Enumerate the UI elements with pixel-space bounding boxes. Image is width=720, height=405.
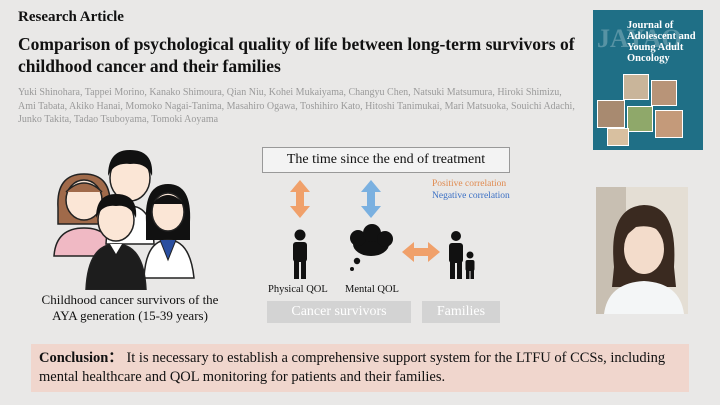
positive-correlation-legend: Positive correlation (432, 179, 507, 189)
negative-correlation-legend: Negative correlation (432, 191, 510, 201)
cancer-survivors-box: Cancer survivors (267, 301, 411, 323)
person-icon (293, 229, 307, 279)
families-box: Families (422, 301, 500, 323)
conclusion-text: It is necessary to establish a comprehen… (39, 350, 666, 385)
front-boy-figure (85, 194, 147, 290)
girl-figure-right (143, 184, 195, 279)
survivor-family-arrow (402, 242, 440, 262)
cover-photo (651, 80, 677, 106)
physical-qol-label: Physical QOL (268, 284, 328, 295)
time-since-treatment-box: The time since the end of treatment (262, 147, 510, 173)
cover-photo (607, 128, 629, 146)
article-title: Comparison of psychological quality of l… (18, 34, 575, 76)
author-list: Yuki Shinohara, Tappei Morino, Kanako Sh… (18, 87, 575, 125)
survivors-caption: Childhood cancer survivors of the AYA ge… (41, 292, 219, 323)
survivors-illustration (53, 150, 195, 290)
cover-photo (655, 110, 683, 138)
positive-correlation-arrow (290, 180, 310, 218)
thought-cloud-icon (350, 224, 393, 271)
cover-photo (623, 74, 649, 100)
article-type-label: Research Article (18, 9, 124, 25)
cover-photo (627, 106, 653, 132)
journal-logo: JAYAO (597, 24, 682, 53)
mental-qol-label: Mental QOL (345, 284, 399, 295)
author-photo (596, 187, 688, 314)
correlation-diagram (290, 180, 475, 279)
journal-cover: JAYAO Journal of Adolescent and Young Ad… (593, 10, 703, 150)
conclusion-box: Conclusion： It is necessary to establish… (31, 344, 689, 392)
conclusion-label: Conclusion： (39, 350, 123, 366)
cover-photo (597, 100, 625, 128)
journal-title: Journal of Adolescent and Young Adult On… (627, 20, 696, 64)
family-icon (449, 231, 475, 279)
negative-correlation-arrow (361, 180, 381, 218)
